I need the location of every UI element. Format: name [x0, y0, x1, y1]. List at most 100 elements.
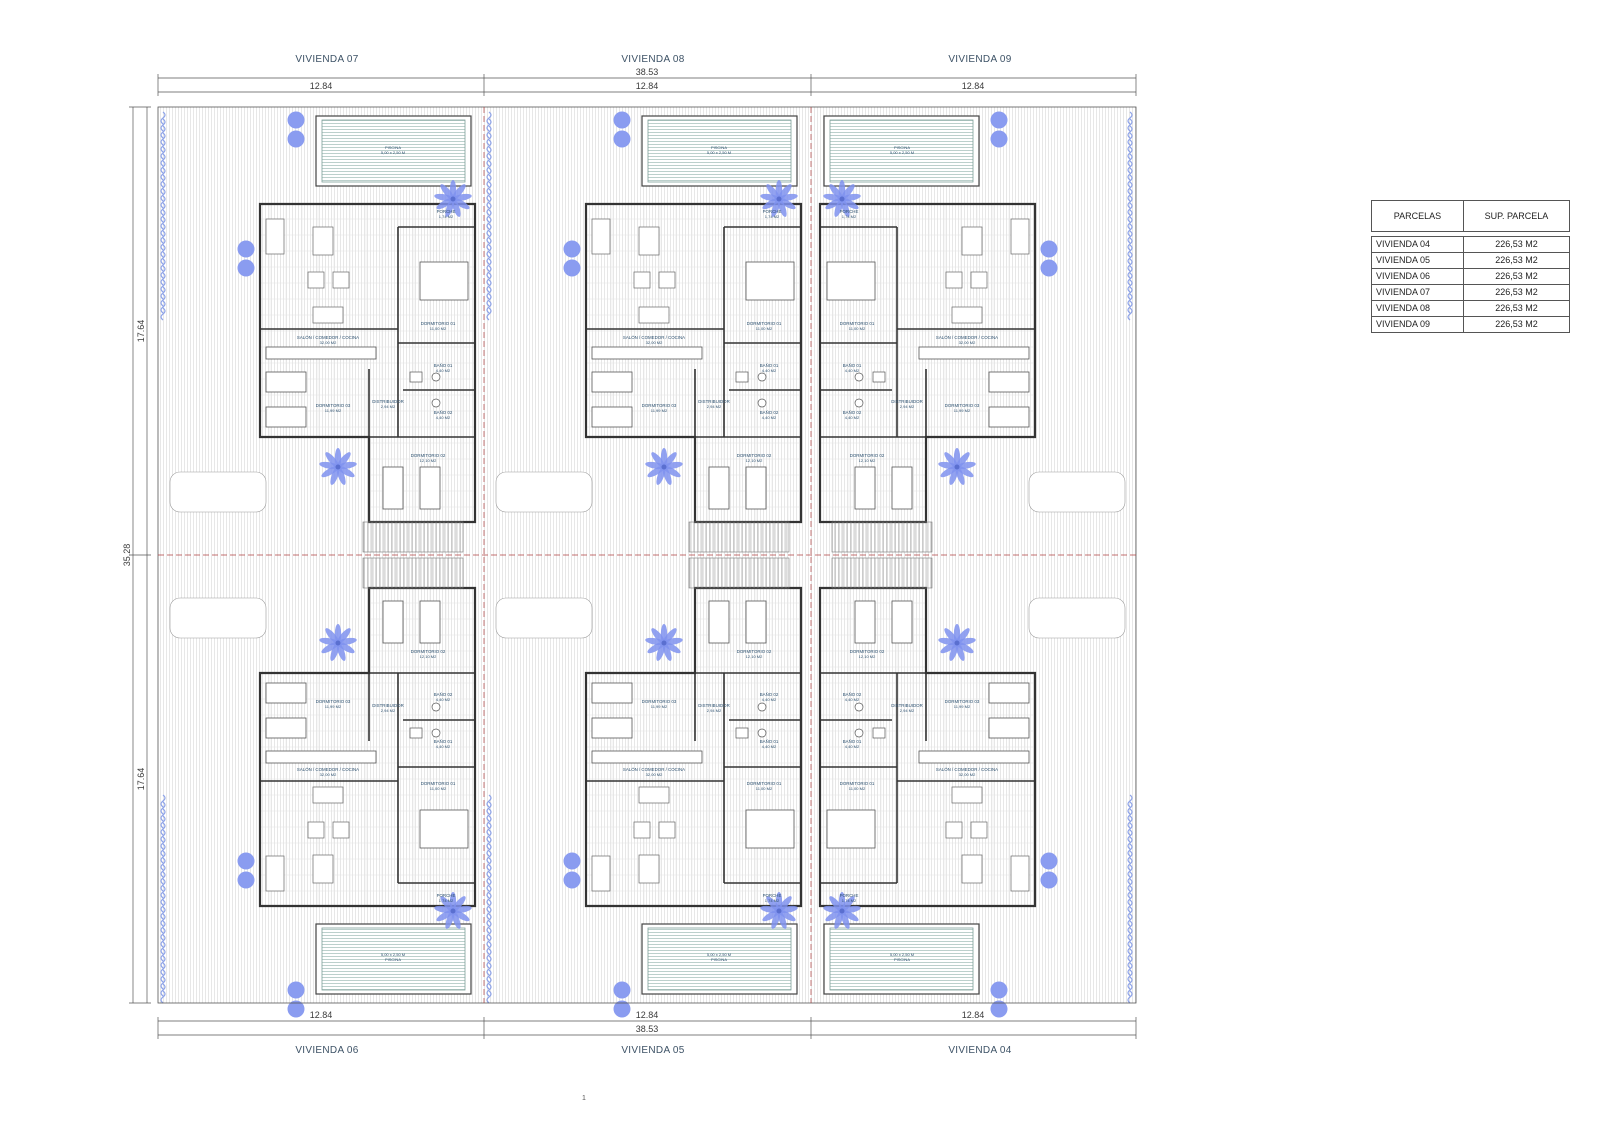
- double-bed: [745, 261, 795, 301]
- palm-tree-icon: [823, 892, 861, 929]
- kitchen-counter: [918, 750, 1030, 764]
- single-bed: [891, 466, 913, 510]
- living-room-label: SALÓN / COMEDOR / COCINA: [936, 767, 998, 772]
- coffee-table: [638, 854, 660, 884]
- bedroom-1-label: DORMITORIO 01: [421, 781, 456, 786]
- porch-label: PORCHE: [437, 209, 456, 214]
- bedroom-2-area: 12,10 M2: [420, 458, 437, 463]
- kitchen-counter: [591, 346, 703, 360]
- palm-tree-icon: [938, 624, 976, 661]
- dim-total-depth: 35.28: [122, 544, 132, 567]
- shower-marker-icon: [613, 111, 631, 129]
- palm-tree-icon: [760, 180, 798, 217]
- bedroom-1-label: DORMITORIO 01: [840, 781, 875, 786]
- dining-table: [951, 786, 983, 804]
- bedroom-2-label: DORMITORIO 02: [411, 649, 446, 654]
- living-room-label: SALÓN / COMEDOR / COCINA: [936, 335, 998, 340]
- bedroom-3-area: 11,99 M2: [954, 704, 971, 709]
- bathroom-2-area: 4,40 M2: [762, 697, 777, 702]
- toilet-icon: [854, 702, 864, 712]
- sink-icon: [409, 727, 423, 739]
- palm-tree-icon: [823, 180, 861, 217]
- shower-marker-icon: [990, 981, 1008, 999]
- pool-water: [647, 927, 792, 991]
- bathroom-2-label: BAÑO 02: [843, 410, 862, 415]
- pool-label: PISCINA: [385, 957, 401, 962]
- unit-title-bottom-2: VIVIENDA 05: [621, 1045, 684, 1056]
- dining-table: [638, 306, 670, 324]
- pool-water: [829, 119, 974, 183]
- armchair: [970, 821, 988, 839]
- hall-label: DISTRIBUIDOR: [372, 399, 403, 404]
- bedroom-2-label: DORMITORIO 02: [737, 649, 772, 654]
- shower-marker-icon: [1040, 852, 1058, 870]
- living-room-area: 32,00 M2: [646, 340, 663, 345]
- pool-label: PISCINA: [385, 145, 401, 150]
- sofa: [591, 855, 611, 892]
- hall-label: DISTRIBUIDOR: [698, 399, 729, 404]
- toilet-icon: [854, 398, 864, 408]
- car-outline-icon: [495, 471, 593, 513]
- armchair: [633, 821, 651, 839]
- coffee-table: [312, 226, 334, 256]
- toilet-icon: [757, 372, 767, 382]
- hall-area: 2,94 M2: [381, 708, 396, 713]
- pool-size: 5,00 x 2,50 M: [381, 150, 405, 155]
- sink-icon: [872, 727, 886, 739]
- bedroom-1-label: DORMITORIO 01: [747, 321, 782, 326]
- parcel-area: 226,53 M2: [1462, 300, 1571, 317]
- bathroom-1-label: BAÑO 01: [434, 363, 453, 368]
- sink-icon: [872, 371, 886, 383]
- pool-size: 5,00 x 2,50 M: [707, 952, 731, 957]
- single-bed: [988, 717, 1030, 739]
- exterior-stairs: [362, 521, 464, 553]
- coffee-table: [961, 226, 983, 256]
- bathroom-1-area: 4,40 M2: [762, 368, 777, 373]
- bedroom-2-label: DORMITORIO 02: [850, 453, 885, 458]
- hall-label: DISTRIBUIDOR: [891, 703, 922, 708]
- palm-tree-icon: [434, 892, 472, 929]
- bedroom-1-label: DORMITORIO 01: [840, 321, 875, 326]
- bathroom-2-area: 4,40 M2: [762, 415, 777, 420]
- sofa: [1010, 218, 1030, 255]
- kitchen-counter: [918, 346, 1030, 360]
- living-room-label: SALÓN / COMEDOR / COCINA: [297, 767, 359, 772]
- hedge-icon: [1127, 794, 1133, 1004]
- bathroom-1-label: BAÑO 01: [434, 739, 453, 744]
- armchair: [658, 271, 676, 289]
- double-bed: [419, 809, 469, 849]
- pool-size: 5,00 x 2,50 M: [890, 150, 914, 155]
- shower-marker-icon: [613, 130, 631, 148]
- bedroom-3-area: 11,99 M2: [325, 704, 342, 709]
- porch-label: PORCHE: [763, 893, 782, 898]
- shower-marker-icon: [613, 1000, 631, 1018]
- hall-area: 2,94 M2: [900, 404, 915, 409]
- bathroom-2-area: 4,40 M2: [436, 697, 451, 702]
- car-outline-icon: [1028, 471, 1126, 513]
- dim-unit-bottom-1: 12.84: [310, 1010, 333, 1020]
- dim-unit-top-1: 12.84: [310, 81, 333, 91]
- exterior-stairs: [831, 521, 933, 553]
- single-bed: [708, 466, 730, 510]
- single-bed: [745, 600, 767, 644]
- unit-title-top-1: VIVIENDA 07: [295, 54, 358, 65]
- car-outline-icon: [1028, 597, 1126, 639]
- plot-boundaries: [157, 106, 1137, 1004]
- porch-label: PORCHE: [840, 209, 859, 214]
- hall-area: 2,94 M2: [707, 708, 722, 713]
- bathroom-2-area: 4,40 M2: [436, 415, 451, 420]
- single-bed: [745, 466, 767, 510]
- single-bed: [591, 371, 633, 393]
- dim-total-top: 38.53: [636, 67, 659, 77]
- bedroom-1-area: 11,00 M2: [849, 326, 866, 331]
- shower-marker-icon: [1040, 259, 1058, 277]
- single-bed: [988, 371, 1030, 393]
